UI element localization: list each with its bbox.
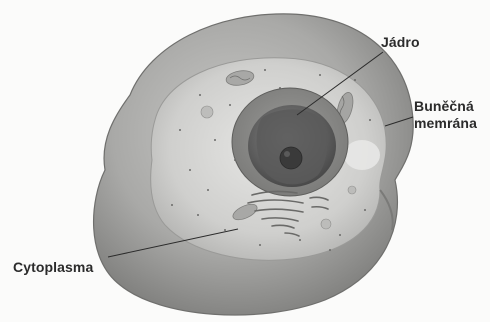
vacuole — [344, 140, 380, 170]
cytoplasm-label: Cytoplasma — [13, 259, 93, 276]
membrane-label-line1: Buněčná — [414, 98, 477, 115]
membrane-label-line2: memrána — [414, 115, 477, 132]
nucleolus — [280, 147, 302, 169]
nucleus-label: Jádro — [381, 34, 420, 51]
membrane-label: Buněčná memrána — [414, 98, 477, 132]
